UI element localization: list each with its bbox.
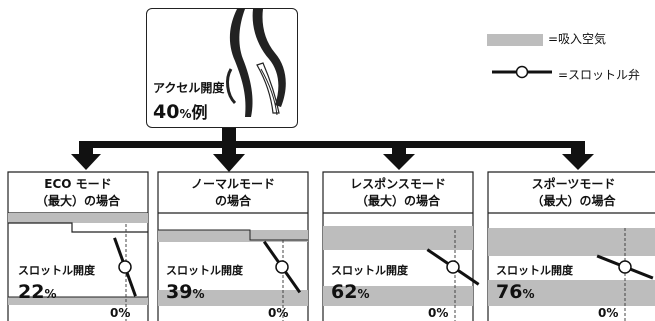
arrow-normal — [213, 141, 245, 172]
arrow-response — [383, 141, 415, 170]
throttle-opening-value: 39% — [166, 281, 205, 303]
panel-title-line1: ノーマルモード — [190, 177, 275, 191]
accelerator-opening-number: 40 — [153, 101, 180, 123]
zero-percent-label: 0% — [110, 306, 131, 320]
throttle-opening-value: 62% — [331, 281, 370, 303]
example-label: 例 — [191, 103, 208, 122]
zero-percent-label: 0% — [268, 306, 289, 320]
accelerator-opening-value: 40%例 — [153, 99, 208, 123]
legend-air-text: =吸入空気 — [548, 32, 607, 46]
accelerator-opening-label: アクセル開度 — [153, 81, 225, 95]
foot-pedal-illustration — [226, 9, 286, 117]
legend-valve-text: =スロットル弁 — [558, 68, 641, 82]
throttle-opening-label: スロットル開度 — [496, 264, 573, 277]
legend-valve-icon — [492, 65, 552, 79]
panel-title-line1: スポーツモード — [531, 177, 616, 191]
panel-title-line2: の場合 — [214, 194, 251, 208]
throttle-opening-label: スロットル開度 — [166, 264, 243, 277]
panel-title-line2: （最大）の場合 — [355, 194, 440, 208]
valve-pivot — [118, 260, 132, 274]
valve-pivot — [446, 260, 460, 274]
distribution-bar — [85, 141, 575, 148]
legend-air-swatch — [487, 34, 543, 46]
panel-title-line1: レスポンスモード — [350, 177, 446, 191]
zero-percent-label: 0% — [428, 306, 449, 320]
panel-title-line2: （最大）の場合 — [35, 194, 120, 208]
valve-pivot — [275, 260, 289, 274]
throttle-opening-value: 76% — [496, 281, 535, 303]
zero-percent-label: 0% — [598, 306, 619, 320]
panel-title-line2: （最大）の場合 — [531, 194, 616, 208]
panel-title-line1: ECO モード — [44, 177, 112, 191]
throttle-opening-label: スロットル開度 — [18, 264, 95, 277]
accelerator-opening-unit: % — [179, 107, 192, 121]
accelerator-pedal-box: アクセル開度 40%例 — [146, 8, 298, 128]
throttle-opening-value: 22% — [18, 281, 57, 303]
arrow-eco — [71, 141, 101, 170]
valve-pivot — [618, 260, 632, 274]
throttle-opening-label: スロットル開度 — [331, 264, 408, 277]
arrow-sport — [562, 141, 594, 170]
